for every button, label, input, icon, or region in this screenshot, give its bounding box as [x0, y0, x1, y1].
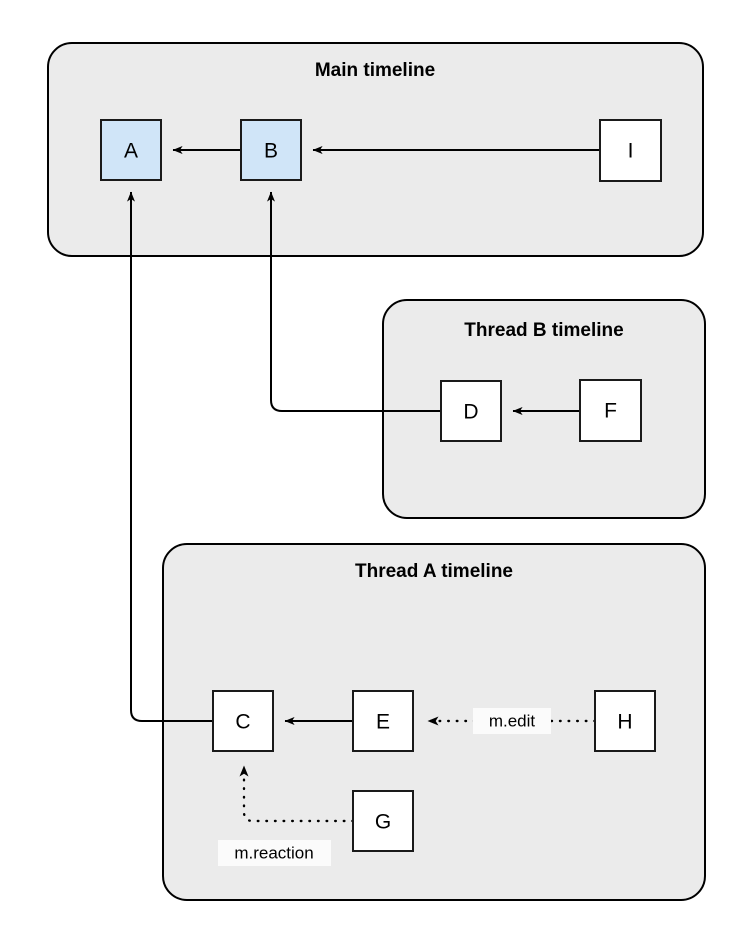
node-i[interactable]: I: [599, 119, 662, 182]
node-d-rect[interactable]: [440, 380, 502, 442]
group-thread-b-timeline-title: Thread B timeline: [464, 320, 623, 341]
edge-c-to-a: [127, 191, 213, 722]
node-h-label: H: [617, 711, 632, 734]
group-main-timeline-title: Main timeline: [315, 60, 435, 81]
node-e-label: E: [376, 711, 390, 734]
node-i-label: I: [628, 140, 634, 163]
edge-label-m-edit: m.edit: [473, 708, 551, 734]
group-thread-a-timeline-title: Thread A timeline: [355, 561, 513, 582]
node-b-rect[interactable]: [240, 119, 302, 181]
group-thread-b-timeline: Thread B timeline: [382, 299, 706, 519]
edge-d-to-b: [267, 191, 441, 412]
node-f-rect[interactable]: [579, 379, 642, 442]
node-a-rect[interactable]: [100, 119, 162, 181]
node-a-label: A: [124, 140, 138, 163]
node-d[interactable]: D: [440, 380, 502, 442]
node-c-label: C: [235, 711, 250, 734]
node-c[interactable]: C: [212, 690, 274, 752]
node-d-label: D: [463, 401, 478, 424]
edge-label-m-reaction-text: m.reaction: [234, 843, 313, 862]
node-i-rect[interactable]: [599, 119, 662, 182]
edge-label-m-reaction: m.reaction: [218, 840, 331, 866]
node-g[interactable]: G: [352, 790, 414, 852]
edge-label-m-reaction-bg: [218, 840, 331, 866]
node-b[interactable]: B: [240, 119, 302, 181]
edge-label-m-edit-bg: [473, 708, 551, 734]
node-f-label: F: [604, 400, 617, 423]
node-g-rect[interactable]: [352, 790, 414, 852]
node-h[interactable]: H: [594, 690, 656, 752]
edge-label-m-edit-text: m.edit: [489, 711, 536, 730]
node-e-rect[interactable]: [352, 690, 414, 752]
node-c-rect[interactable]: [212, 690, 274, 752]
node-g-label: G: [375, 811, 391, 834]
node-f[interactable]: F: [579, 379, 642, 442]
node-e[interactable]: E: [352, 690, 414, 752]
node-a[interactable]: A: [100, 119, 162, 181]
node-b-label: B: [264, 140, 278, 163]
group-thread-b-timeline-rect: [382, 299, 706, 519]
node-h-rect[interactable]: [594, 690, 656, 752]
